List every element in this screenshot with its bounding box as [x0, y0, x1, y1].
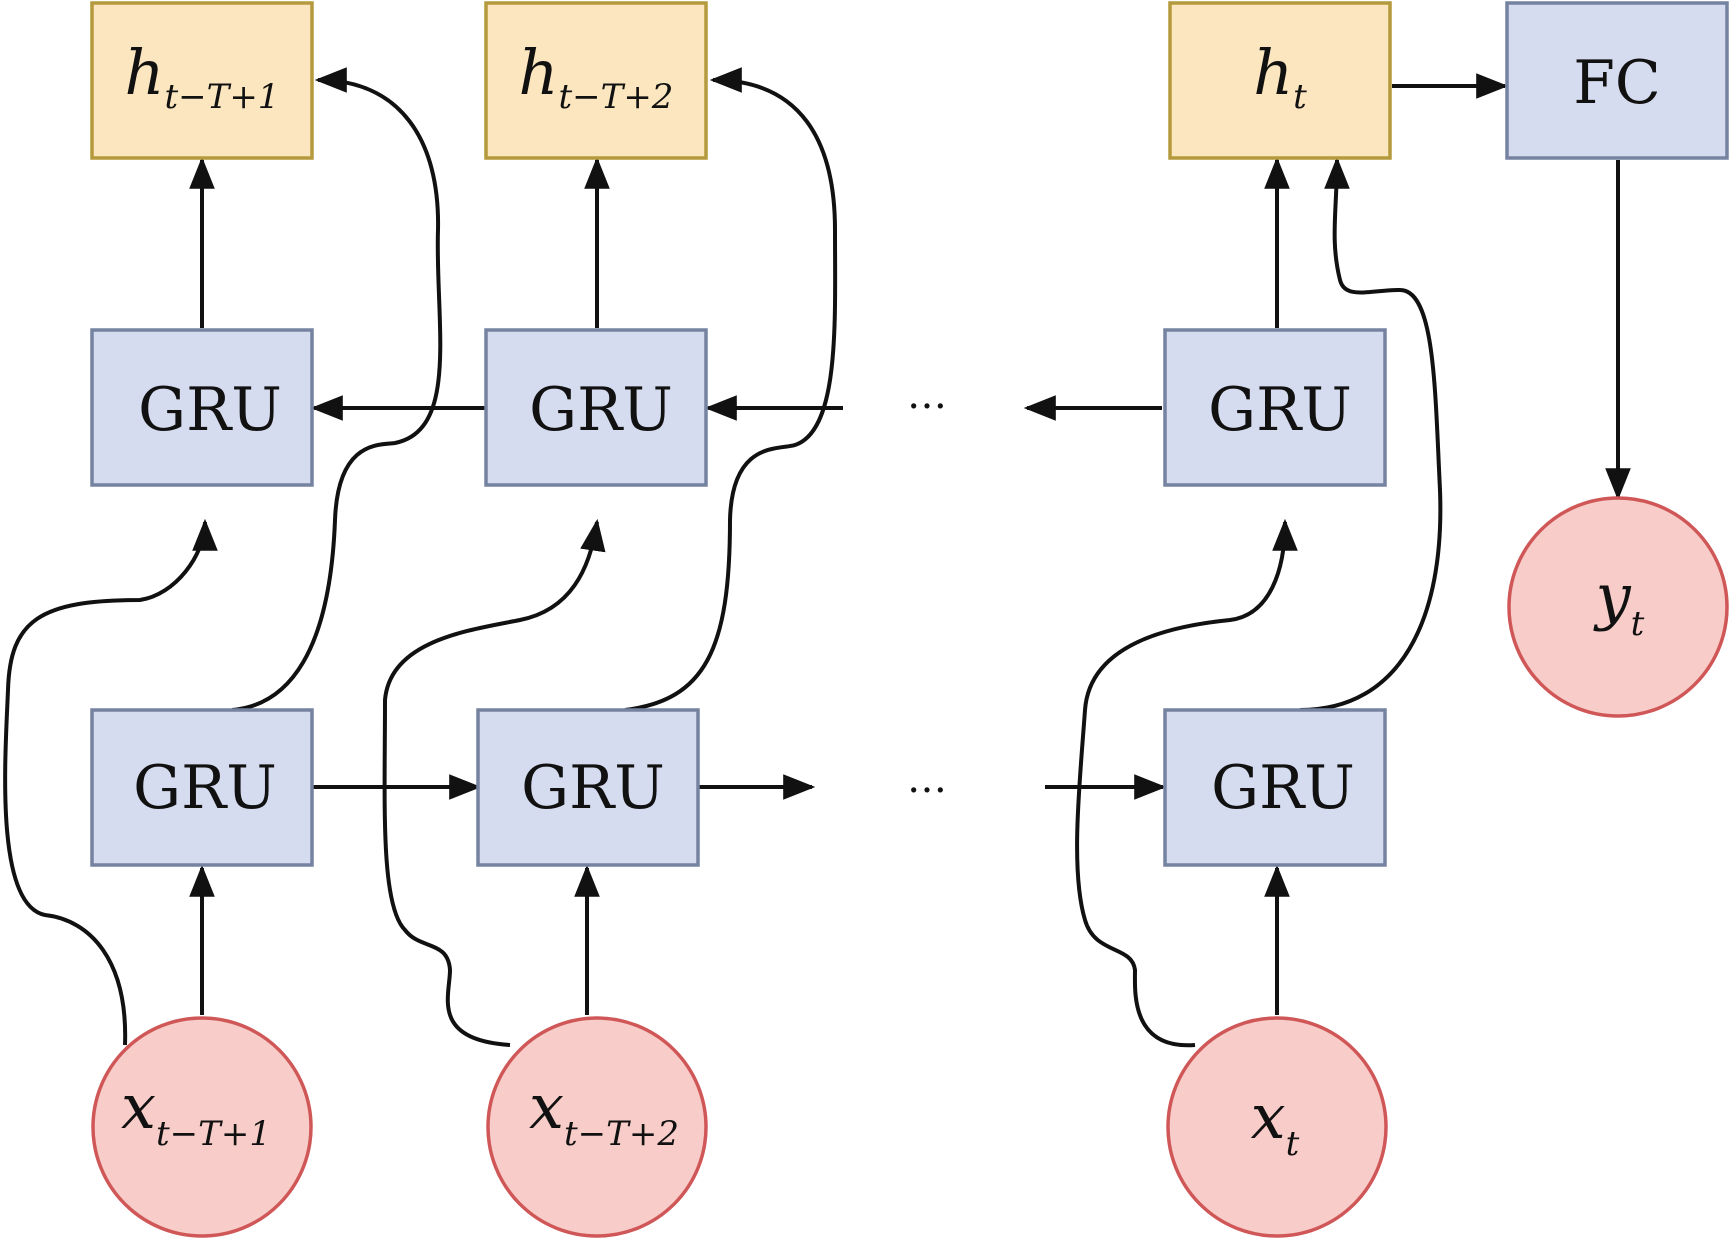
- lower-gru-1-label: GRU: [133, 753, 277, 823]
- lower-gru-2-label: GRU: [521, 753, 665, 823]
- input-x3-main: x: [1251, 1080, 1286, 1153]
- output-y-main: y: [1593, 560, 1632, 633]
- input-x1: xt−T+1: [91, 1016, 313, 1238]
- upper-gru-2: GRU: [484, 328, 708, 487]
- svg-text:ht: ht: [1253, 36, 1307, 117]
- output-y: yt: [1507, 496, 1729, 718]
- svg-text:xt−T+1: xt−T+1: [121, 1070, 271, 1154]
- hidden-h1-sub: t−T+1: [164, 77, 279, 117]
- svg-text:xt: xt: [1251, 1080, 1300, 1164]
- upper-gru-1-label: GRU: [138, 375, 282, 445]
- edge-x1-to-upper-gru1: [3, 518, 218, 1046]
- hidden-h1-main: h: [125, 36, 165, 109]
- hidden-state-h1: ht−T+1: [90, 1, 314, 160]
- hidden-h2-main: h: [519, 36, 559, 109]
- edge-lower-gru1-to-h1: [231, 67, 443, 712]
- input-x2-main: x: [529, 1070, 564, 1143]
- lower-gru-1: GRU: [90, 708, 314, 867]
- input-x3: xt: [1166, 1016, 1388, 1238]
- svg-text:ht−T+1: ht−T+1: [125, 36, 280, 117]
- upper-gru-3-label: GRU: [1208, 375, 1352, 445]
- lower-ellipsis: …: [907, 756, 953, 802]
- lower-gru-3: GRU: [1163, 708, 1387, 867]
- fc-layer: FC: [1505, 1, 1729, 160]
- edge-lower-gru3-to-h3: [1299, 156, 1443, 712]
- upper-gru-1: GRU: [90, 328, 314, 487]
- svg-text:yt: yt: [1593, 560, 1645, 644]
- upper-gru-3: GRU: [1163, 328, 1387, 487]
- upper-ellipsis: …: [907, 372, 953, 418]
- hidden-h3-main: h: [1253, 36, 1293, 109]
- hidden-h2-sub: t−T+2: [558, 77, 673, 117]
- input-x3-sub: t: [1286, 1124, 1300, 1164]
- input-x2-sub: t−T+2: [564, 1114, 679, 1154]
- output-y-sub: t: [1631, 604, 1645, 644]
- lower-gru-2: GRU: [476, 708, 700, 867]
- edge-x3-to-upper-gru3: [1075, 518, 1298, 1048]
- fc-label: FC: [1573, 48, 1661, 118]
- edges: [3, 67, 1631, 1048]
- lower-gru-3-label: GRU: [1211, 753, 1355, 823]
- svg-text:xt−T+2: xt−T+2: [529, 1070, 679, 1154]
- hidden-h3-sub: t: [1293, 77, 1307, 117]
- hidden-state-h2: ht−T+2: [484, 1, 708, 160]
- input-x1-sub: t−T+1: [156, 1114, 271, 1154]
- edge-x2-to-upper-gru2: [382, 518, 606, 1047]
- upper-gru-2-label: GRU: [529, 375, 673, 445]
- edge-lower-gru2-to-h2: [624, 67, 838, 712]
- hidden-state-h3: ht: [1168, 1, 1392, 160]
- input-x1-main: x: [121, 1070, 156, 1143]
- svg-text:ht−T+2: ht−T+2: [519, 36, 674, 117]
- input-x2: xt−T+2: [486, 1016, 708, 1238]
